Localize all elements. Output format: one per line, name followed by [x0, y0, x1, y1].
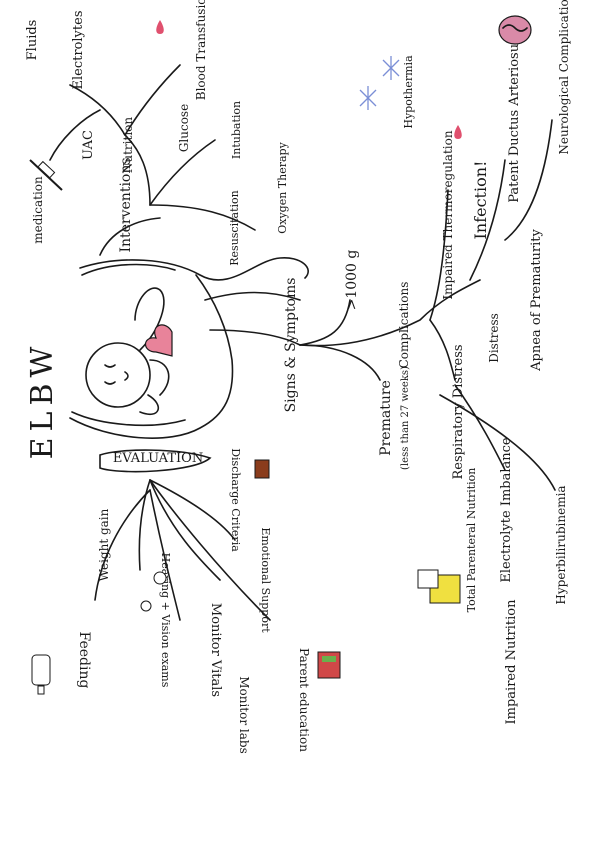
nutrition-label: Nutrition [121, 117, 135, 174]
resuscitation-label: Resuscitation [228, 190, 241, 265]
emotional-label: Emotional Support [259, 527, 272, 633]
apnea-label: Apnea of Prematurity [529, 228, 544, 371]
eye-icon [153, 571, 167, 585]
impaired-nutrition-label: Impaired Nutrition [504, 599, 519, 725]
map-title: ELBW [25, 341, 60, 460]
discharge-label: Discharge Criteria [229, 448, 242, 552]
bottle-icon [31, 654, 51, 695]
interventions-branch: Resuscitation Oxygen Therapy Intubation … [25, 0, 289, 266]
premature-note: (less than 27 weeks) [400, 366, 411, 470]
monitor-vitals-label: Monitor Vitals [208, 603, 223, 697]
hearing-label: Hearing + Vision exams [159, 553, 172, 688]
premature-label: Premature [378, 380, 394, 456]
evaluation-label: EVALUATION [113, 451, 203, 466]
electrolyte-label: Electrolyte Imbalance [499, 437, 514, 583]
intubation-label: Intubation [230, 101, 243, 159]
heart-icon [144, 324, 173, 357]
medication-label: medication [31, 176, 45, 244]
ear-icon [140, 600, 152, 612]
glucose-label: Glucose [177, 104, 191, 152]
hypothermia-label: Hypothermia [402, 55, 415, 129]
blood-label: Blood Transfusion [194, 0, 208, 100]
hands-illustration [69, 257, 309, 439]
resp-distress-label: Respiratory Distress [451, 344, 466, 479]
signs-branch: >1000 g Premature (less than 27 weeks) C… [299, 0, 571, 725]
signs-label: Signs & Symptoms [283, 278, 299, 413]
neuro-label: Neurological Complications [557, 0, 571, 155]
parent-ed-label: Parent education [297, 648, 311, 752]
weight-label: >1000 g [344, 250, 360, 311]
tpn-bag-icon [417, 569, 461, 604]
infection-label: Infection! [471, 161, 490, 240]
evaluation-branch: Discharge Criteria Emotional Support Par… [31, 448, 341, 754]
distress-label: Distress [487, 313, 501, 363]
book-icon [317, 651, 341, 679]
brain-icon [498, 15, 532, 45]
tpn-label: Total Parenteral Nutrition [465, 468, 478, 613]
discharge-box-icon [254, 459, 270, 479]
fluids-label: Fluids [25, 20, 40, 61]
monitor-labs-label: Monitor labs [237, 676, 251, 754]
feeding-label: Feeding [76, 632, 92, 689]
syringe-icon [29, 159, 63, 191]
electrolytes-label: Electrolytes [71, 11, 86, 90]
blood-drop-icon [156, 20, 164, 34]
drop-icon [454, 125, 462, 139]
weight-gain-label: Weight gain [97, 508, 111, 581]
oxygen-label: Oxygen Therapy [276, 141, 289, 233]
thermo-label: Impaired Thermoregulation [441, 130, 455, 299]
interventions-label: Interventions [118, 157, 134, 252]
complications-label: Complications [397, 282, 411, 369]
baby-illustration [85, 287, 173, 415]
snowflake-icon [359, 56, 400, 110]
pda-label: Patent Ductus Arteriosus [507, 37, 522, 202]
uac-label: UAC [81, 130, 96, 160]
hyperbili-label: Hyperbilirubinemia [554, 485, 568, 604]
